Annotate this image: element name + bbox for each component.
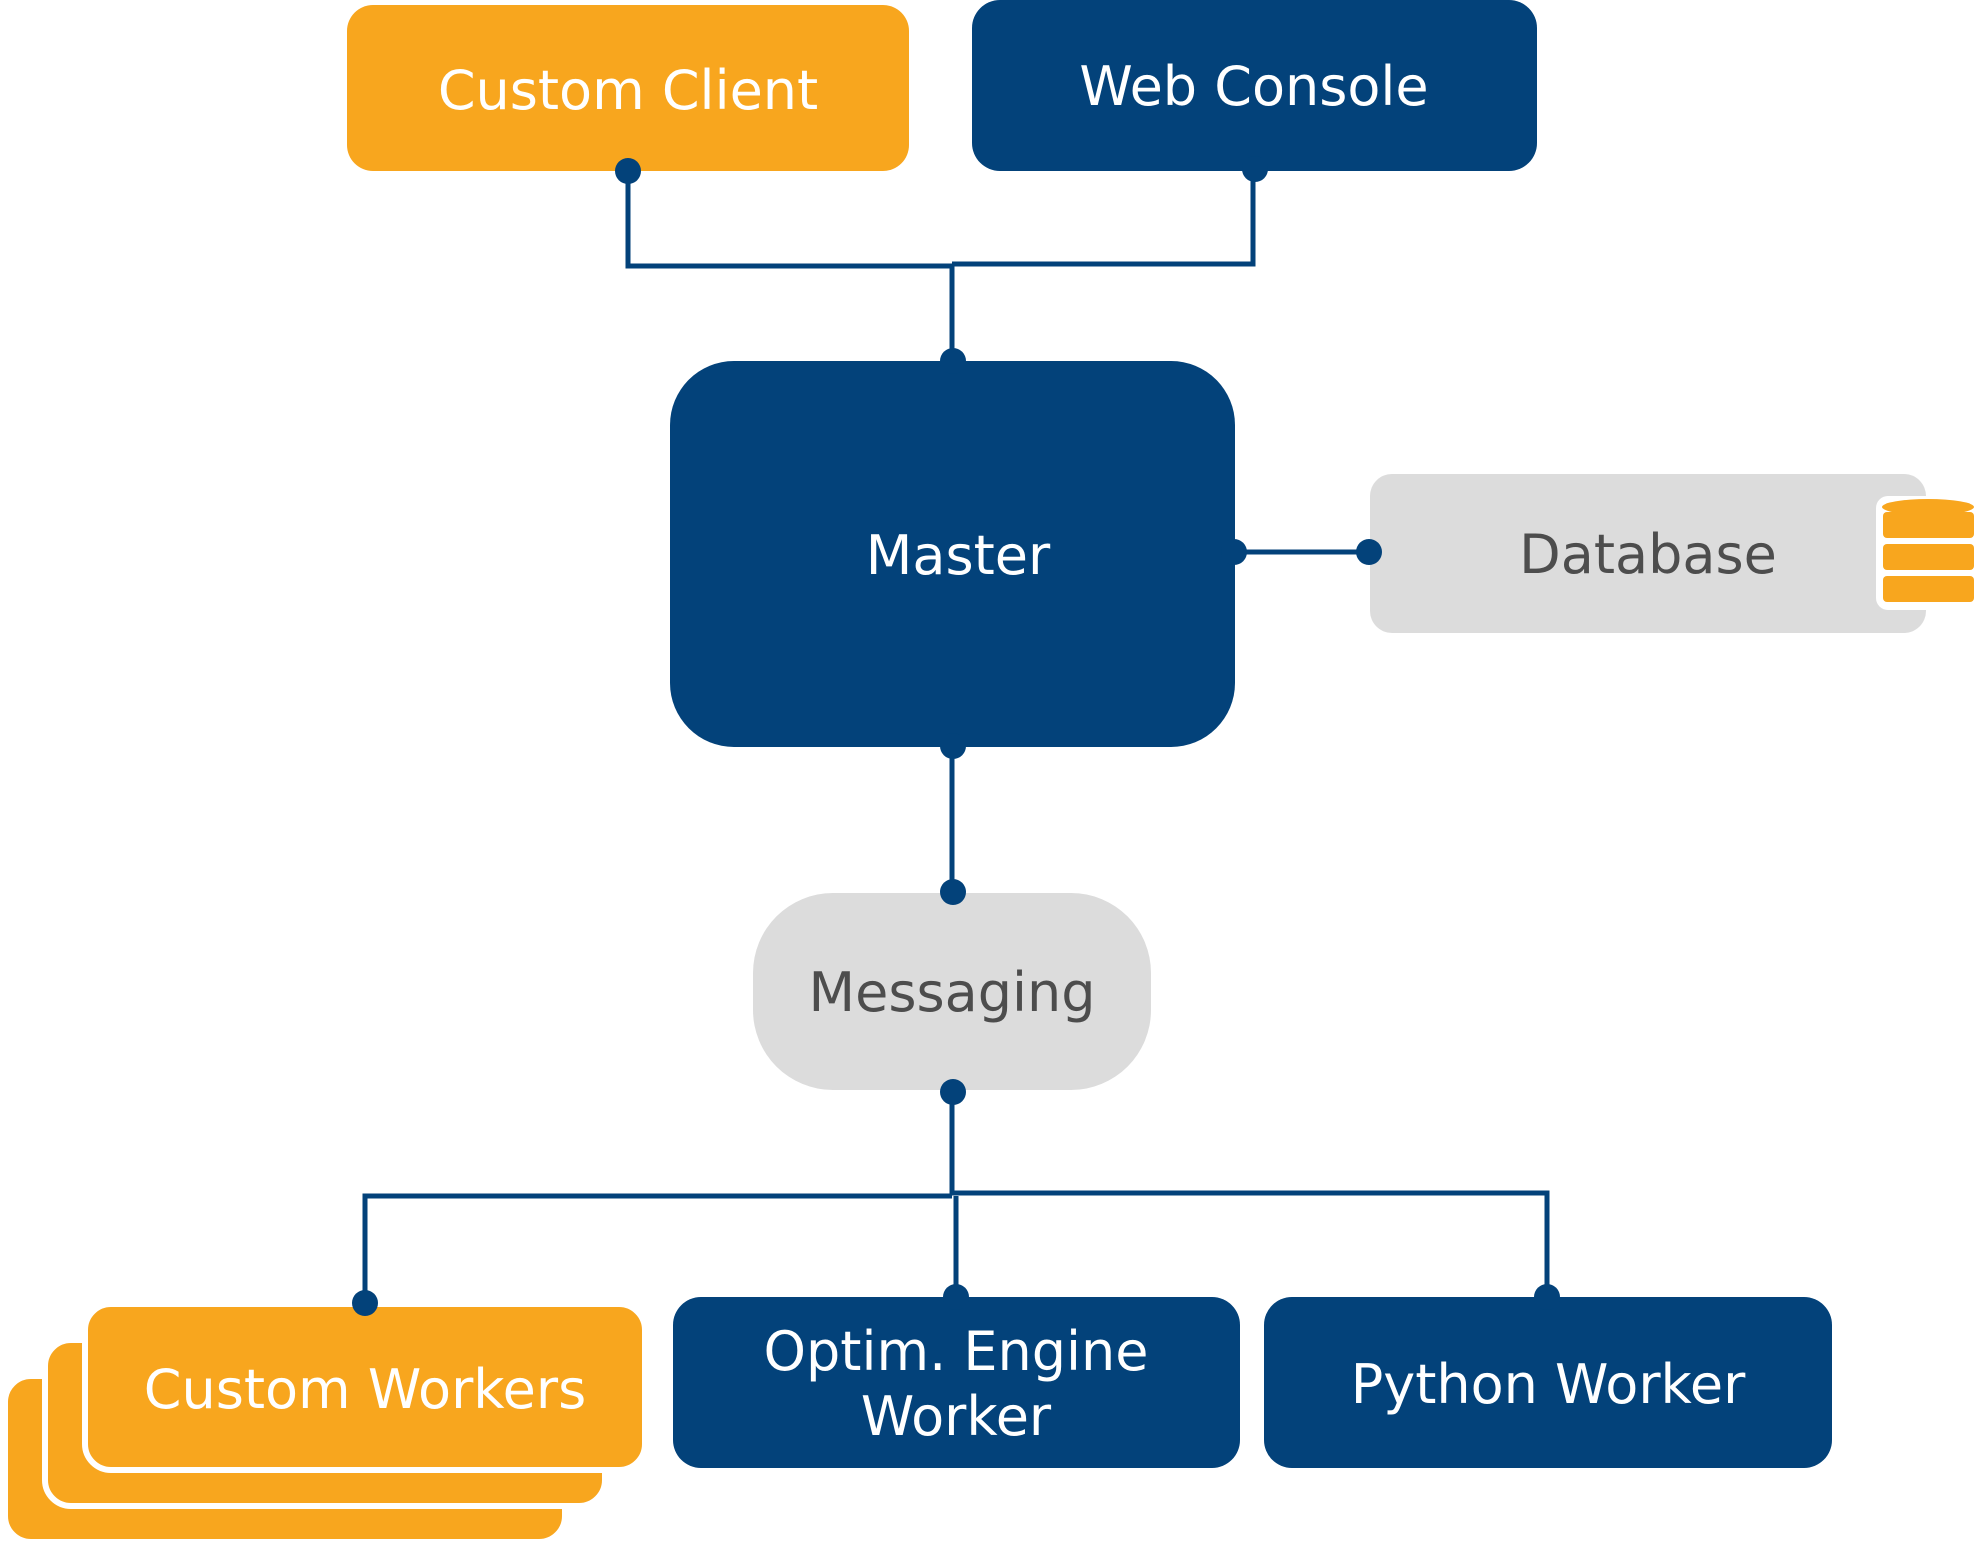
optim-engine-worker-label-line2: Worker <box>861 1385 1052 1448</box>
connectors <box>362 171 1550 1303</box>
optim-engine-worker-label-line1: Optim. Engine <box>764 1320 1149 1383</box>
dot-custom-workers <box>352 1290 378 1316</box>
connector-python-worker <box>952 1190 1550 1297</box>
dot-python-worker <box>1534 1284 1560 1310</box>
dot-master-bottom <box>940 733 966 759</box>
web-console-label: Web Console <box>1079 55 1428 118</box>
custom-workers-label: Custom Workers <box>144 1358 586 1421</box>
messaging-pill <box>753 893 1151 1090</box>
dot-custom-client <box>615 158 641 184</box>
messaging-label: Messaging <box>809 961 1096 1024</box>
dot-web-console <box>1242 156 1268 182</box>
dot-messaging-top <box>940 879 966 905</box>
python-worker-box <box>1264 1297 1832 1468</box>
database-label: Database <box>1519 523 1777 586</box>
dot-optim-engine-worker <box>943 1284 969 1310</box>
dot-database-left <box>1356 539 1382 565</box>
custom-client-label: Custom Client <box>438 59 818 122</box>
python-worker-label: Python Worker <box>1351 1353 1746 1416</box>
optim-engine-worker-box <box>673 1297 1240 1468</box>
database-box <box>1370 474 1926 633</box>
connector-custom-workers <box>362 1193 952 1303</box>
database-cylinder-icon <box>1876 496 1980 610</box>
master-label: Master <box>866 524 1051 587</box>
web-console-box <box>972 0 1537 171</box>
dot-master-top <box>940 348 966 374</box>
custom-workers-stack <box>2 1301 648 1545</box>
master-box <box>670 361 1235 747</box>
dot-master-right <box>1221 539 1247 565</box>
connector-custom-client-master <box>625 171 955 357</box>
connector-web-console-master <box>952 171 1256 267</box>
custom-client-box <box>347 5 909 171</box>
connector-dots <box>352 156 1560 1316</box>
dot-messaging-bottom <box>940 1079 966 1105</box>
